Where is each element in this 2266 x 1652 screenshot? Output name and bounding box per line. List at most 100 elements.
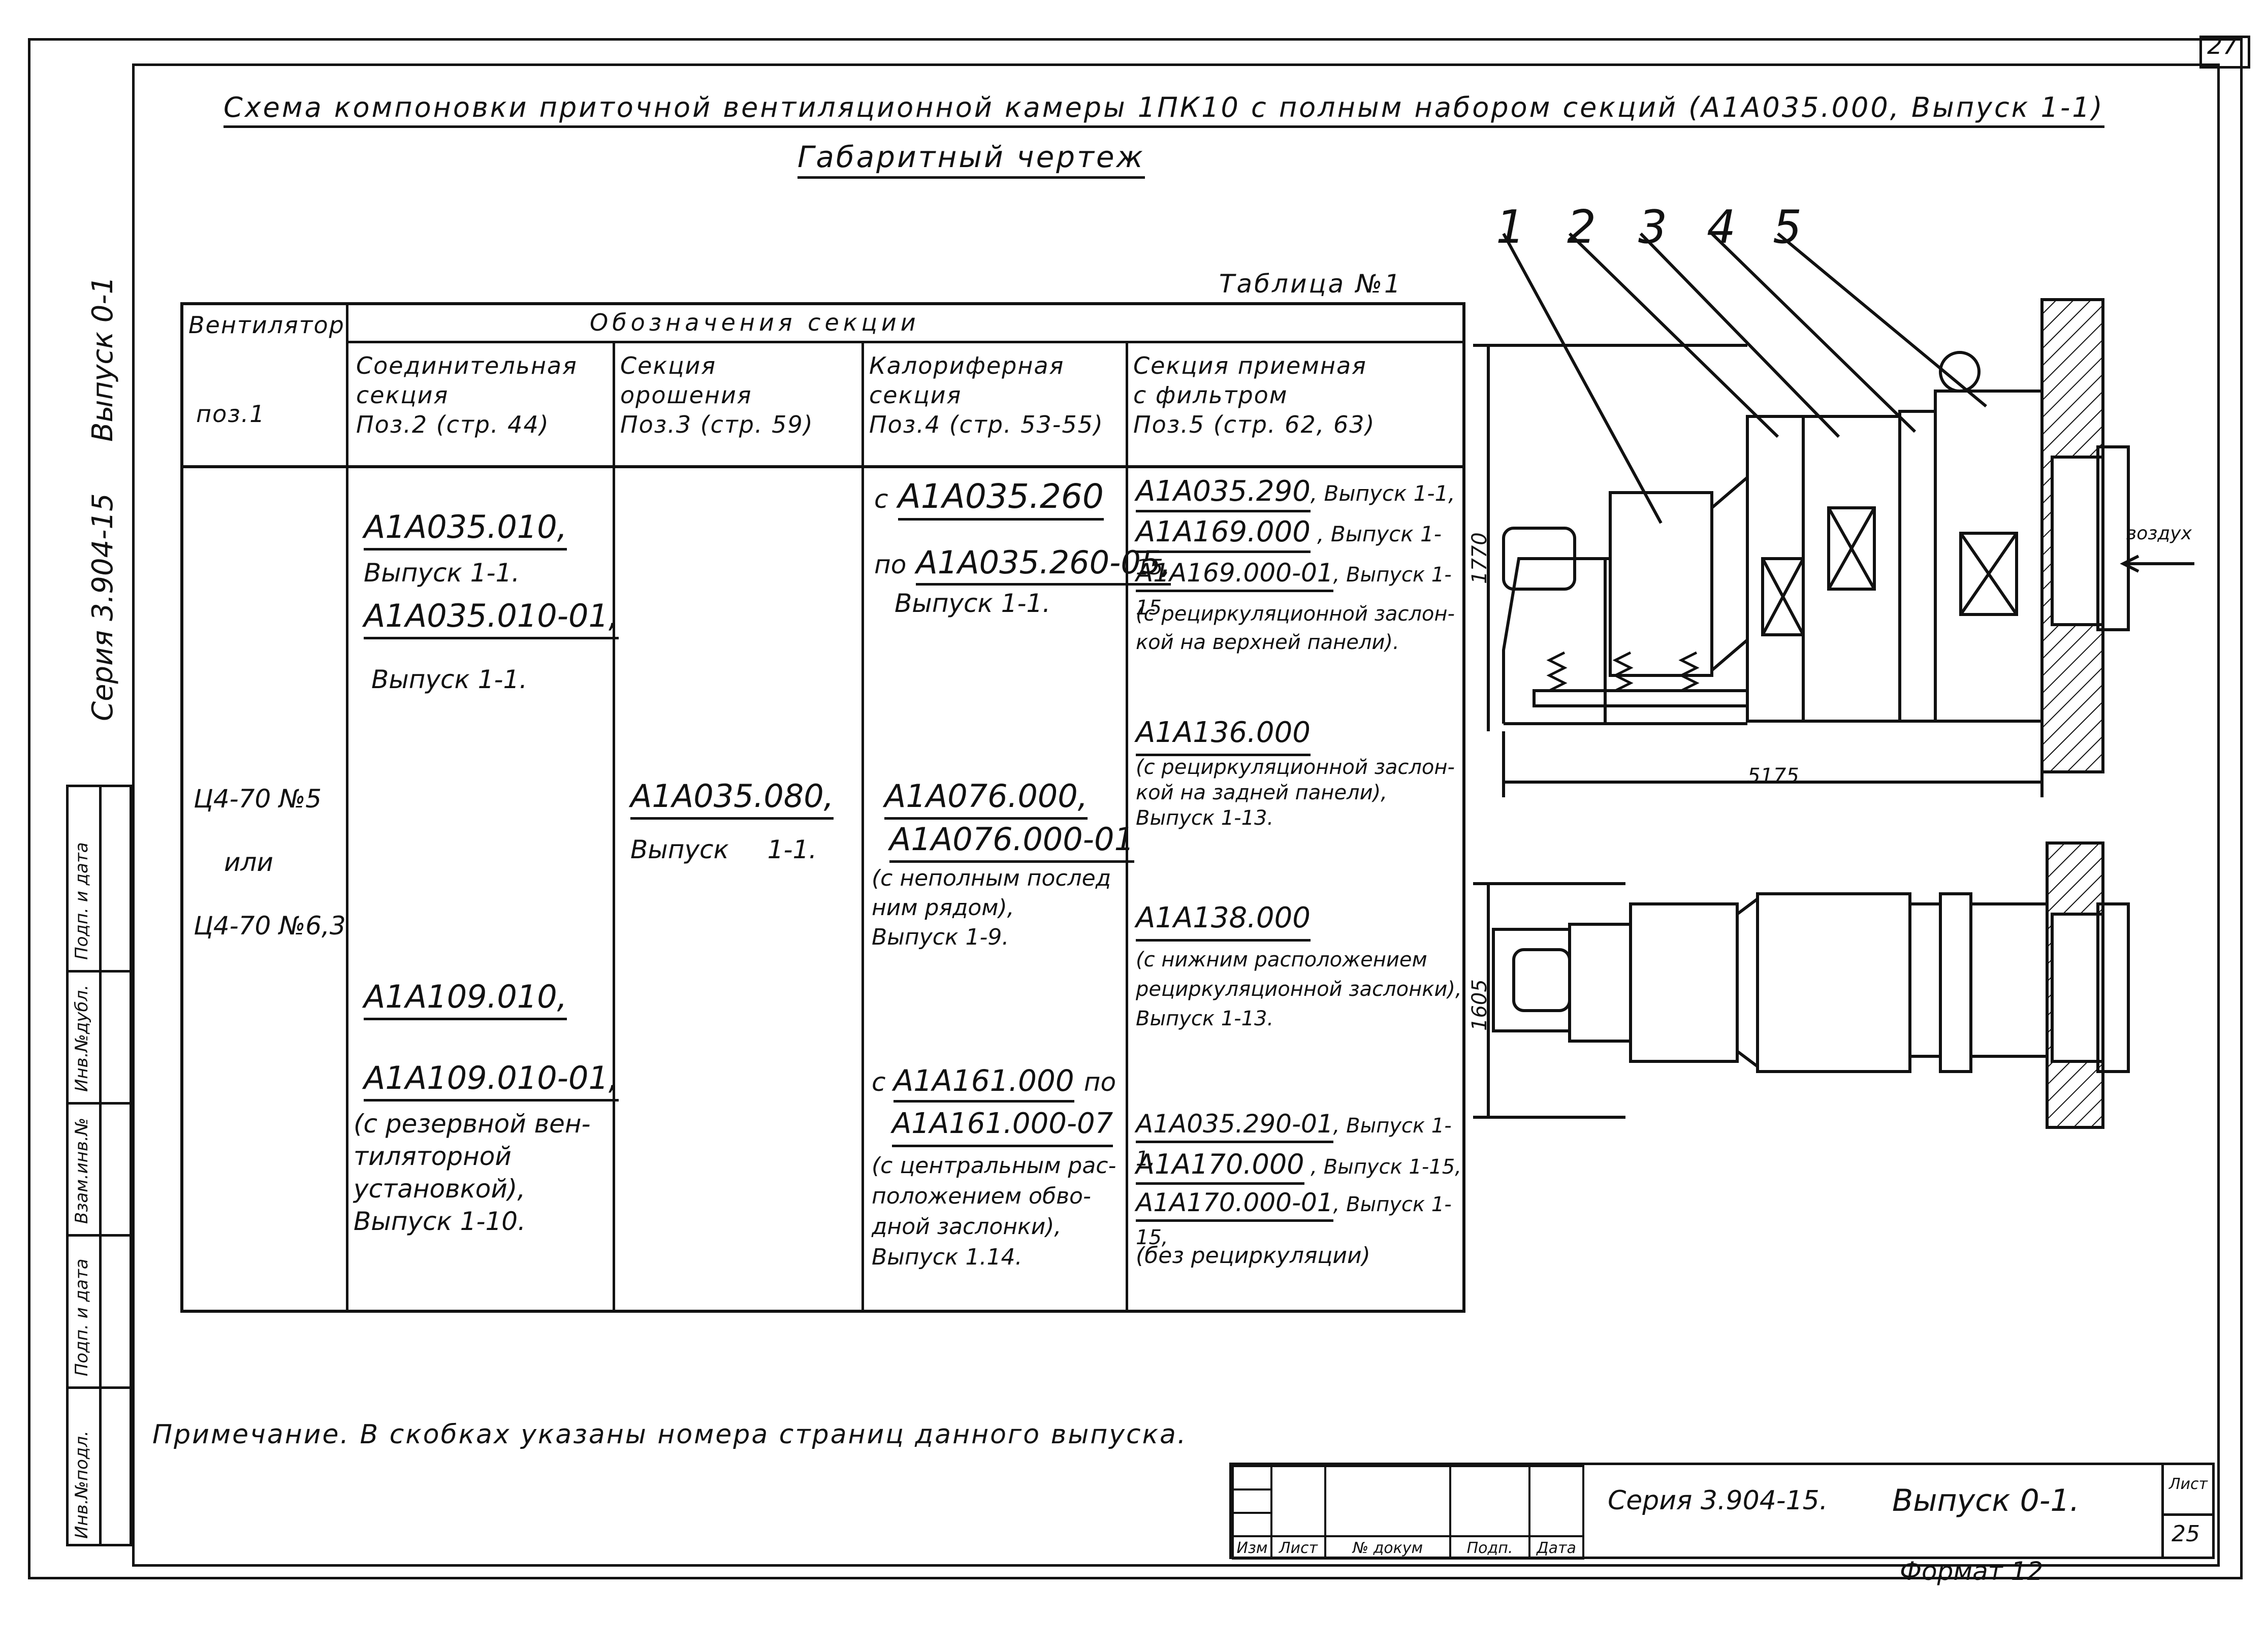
connecting-ref-4: А1А109.010-01, <box>364 1059 619 1102</box>
heater-ref-5: А1А161.000 <box>893 1063 1074 1103</box>
paper-format: Формат 12 <box>1900 1557 2044 1586</box>
title-block-series: Серия 3.904-15. <box>1608 1485 1828 1516</box>
position-label-4: 4 <box>1707 201 1736 254</box>
connecting-issue-1: Выпуск 1-1. <box>364 558 520 588</box>
intake-ref-1-issue: , Выпуск 1-1, <box>1310 481 1455 506</box>
intake-ref-1: А1А035.290 <box>1136 475 1311 512</box>
footnote: Примечание. В скобках указаны номера стр… <box>152 1419 1188 1450</box>
header-position-1: поз.1 <box>196 400 266 428</box>
fan-model-1: Ц4-70 №5 <box>194 784 322 814</box>
section-5 <box>1934 390 2044 723</box>
intake-ref-2: А1А169.000 <box>1136 515 1311 553</box>
position-label-2: 2 <box>1567 201 1597 254</box>
plan-motor <box>1512 948 1571 1012</box>
intake-ref-3: А1А169.000-01 <box>1136 558 1333 592</box>
intake-line-6: А1А035.290-01, Выпуск 1-1, <box>1136 1105 1462 1175</box>
header-heater: Калориферная секция Поз.4 (стр. 53-55) <box>869 352 1104 438</box>
intake-ref-7: А1А170.000 <box>1136 1148 1304 1185</box>
title-block: Изм Лист № докум Подп. Дата Серия 3.904-… <box>1229 1463 2215 1560</box>
margin-field-4: Подп. и дата <box>72 1258 92 1376</box>
intake-note-4: (без рециркуляции) <box>1136 1243 1370 1269</box>
margin-field-1: Подп. и дата <box>72 842 92 960</box>
intake-ref-8-issue: , Выпуск 1-15, <box>1136 1193 1452 1249</box>
heater-ref-4: А1А076.000-01 <box>889 821 1134 863</box>
connecting-ref-1: А1А035.010, <box>364 508 567 550</box>
connecting-note: (с резервной вен- тиляторной установкой)… <box>354 1109 591 1236</box>
heater-note-1: (с неполным послед ним рядом), Выпуск 1-… <box>872 865 1111 950</box>
air-label: воздух <box>2126 523 2192 544</box>
table-caption: Таблица №1 <box>1219 269 1402 299</box>
dimension-height: 1770 <box>1468 532 1491 584</box>
page-number-box <box>2199 36 2250 69</box>
col-sheet: Лист <box>1270 1535 1326 1560</box>
irrigation-issue: Выпуск 1-1. <box>630 835 817 864</box>
duct-opening <box>2096 445 2130 631</box>
intake-note-1: (с рециркуляционной заслон- кой на верхн… <box>1136 602 1455 654</box>
intake-line-1: А1А035.290, Выпуск 1-1, <box>1136 473 1455 512</box>
heater-from: с <box>874 484 888 514</box>
intake-ref-4: А1А136.000 <box>1136 714 1311 756</box>
heater-to-2: по <box>1083 1067 1116 1097</box>
page-subtitle: Габаритный чертеж <box>797 140 1145 179</box>
intake-ref-3-issue: , Выпуск 1-15 <box>1136 563 1452 620</box>
col-change: Изм <box>1232 1535 1272 1560</box>
inner-border <box>132 63 2220 1567</box>
intake-line-7: А1А170.000 , Выпуск 1-15, <box>1136 1146 1461 1185</box>
page-number: 27 <box>2207 31 2239 60</box>
heater-issue-1: Выпуск 1-1. <box>895 589 1051 618</box>
dimension-length: 5175 <box>1747 764 1799 788</box>
heater-range-3: с А1А161.000 по <box>872 1062 1116 1103</box>
margin-stamp: Подп. и дата Инв.№дубл. Взам.инв.№ Подп.… <box>66 785 135 1546</box>
margin-field-3: Взам.инв.№ <box>72 1117 92 1224</box>
margin-field-5: Инв.№подл. <box>72 1431 92 1539</box>
intake-ref-7-issue: , Выпуск 1-15, <box>1304 1155 1461 1179</box>
col-sign: Подп. <box>1449 1535 1530 1560</box>
intake-line-2: А1А169.000 , Выпуск 1-15, <box>1136 513 1462 584</box>
connecting-ref-2: А1А035.010-01, <box>364 597 619 639</box>
intake-note-3: (с нижним расположением рециркуляционной… <box>1136 948 1462 1030</box>
intake-line-8: А1А170.000-01, Выпуск 1-15, <box>1136 1184 1462 1254</box>
heater-note-2: (с центральным рас- положением обво- дно… <box>872 1153 1116 1270</box>
intake-note-2: (с рециркуляционной заслон- кой на задне… <box>1136 756 1455 830</box>
heater-from-2: с <box>872 1067 886 1097</box>
heater-ref-6: А1А161.000-07 <box>892 1105 1113 1147</box>
intake-ref-6: А1А035.290-01 <box>1136 1109 1333 1143</box>
position-label-5: 5 <box>1773 201 1802 254</box>
dimension-width: 1605 <box>1468 979 1491 1031</box>
intake-ref-5: А1А138.000 <box>1136 899 1311 942</box>
dimensional-drawing <box>1473 232 2194 1129</box>
section-4 <box>1898 410 1937 723</box>
heater-ref-1: А1А035.260 <box>898 477 1104 521</box>
irrigation-ref: А1А035.080, <box>630 778 834 820</box>
heater-to: по <box>874 550 907 579</box>
header-irrigation: Секция орошения Поз.3 (стр. 59) <box>620 352 814 438</box>
header-intake: Секция приемная с фильтром Поз.5 (стр. 6… <box>1133 352 1376 438</box>
connecting-ref-3: А1А109.010, <box>364 978 567 1020</box>
heater-range-1: с А1А035.260 <box>874 477 1104 521</box>
col-date: Дата <box>1528 1535 1584 1560</box>
section-2 <box>1746 415 1805 723</box>
title-block-issue: Выпуск 0-1. <box>1892 1483 2080 1518</box>
sheet-number: 25 <box>2172 1521 2200 1547</box>
position-label-1: 1 <box>1496 201 1525 254</box>
col-doc: № докум <box>1324 1535 1451 1560</box>
plan-sections <box>1756 892 1911 1073</box>
header-connecting: Соединительная секция Поз.2 (стр. 44) <box>356 352 578 438</box>
header-sections: Обозначения секции <box>590 309 920 336</box>
intake-ref-6-issue: , Выпуск 1-1, <box>1136 1114 1452 1171</box>
intake-ref-8: А1А170.000-01 <box>1136 1188 1333 1222</box>
heater-ref-2: А1А035.260-05, <box>916 544 1171 586</box>
heater-range-2: по А1А035.260-05, <box>874 544 1171 586</box>
intake-line-3: А1А169.000-01, Выпуск 1-15 <box>1136 554 1462 624</box>
connecting-issue-2: Выпуск 1-1. <box>371 665 528 694</box>
outer-border <box>28 38 2243 1579</box>
page-title: Схема компоновки приточной вентиляционно… <box>224 91 2104 128</box>
margin-field-2: Инв.№дубл. <box>72 984 92 1092</box>
position-label-3: 3 <box>1638 201 1668 254</box>
header-fan: Вентилятор <box>188 311 345 339</box>
intake-ref-2-issue: , Выпуск 1-15, <box>1136 522 1442 579</box>
section-1-fan <box>1609 491 1713 677</box>
sections-table: Вентилятор Обозначения секции поз.1 Соед… <box>180 302 1465 1313</box>
section-3 <box>1802 415 1901 723</box>
heater-ref-3: А1А076.000, <box>884 778 1088 820</box>
